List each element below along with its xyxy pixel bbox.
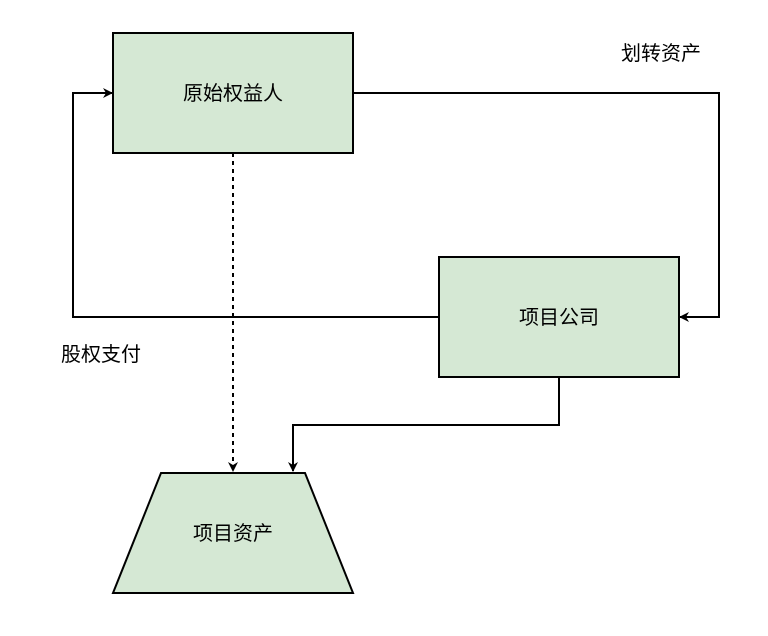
node-project-assets-trapezoid — [111, 472, 355, 594]
node-project-company-label: 项目公司 — [519, 305, 599, 329]
edge-company-to-assets — [288, 377, 560, 472]
edge-company-to-owner — [72, 88, 439, 318]
node-project-assets[interactable]: 项目资产 — [111, 472, 355, 594]
edge-label-equity-payment: 股权支付 — [61, 342, 141, 366]
edge-label-transfer-assets: 划转资产 — [621, 41, 701, 65]
node-project-company[interactable]: 项目公司 — [438, 256, 680, 378]
node-original-owner-box — [112, 32, 354, 154]
node-original-owner-label: 原始权益人 — [183, 81, 283, 105]
edge-owner-to-company — [353, 92, 720, 322]
node-original-owner[interactable]: 原始权益人 — [112, 32, 354, 154]
node-project-assets-label: 项目资产 — [193, 521, 273, 545]
node-project-company-box — [438, 256, 680, 378]
